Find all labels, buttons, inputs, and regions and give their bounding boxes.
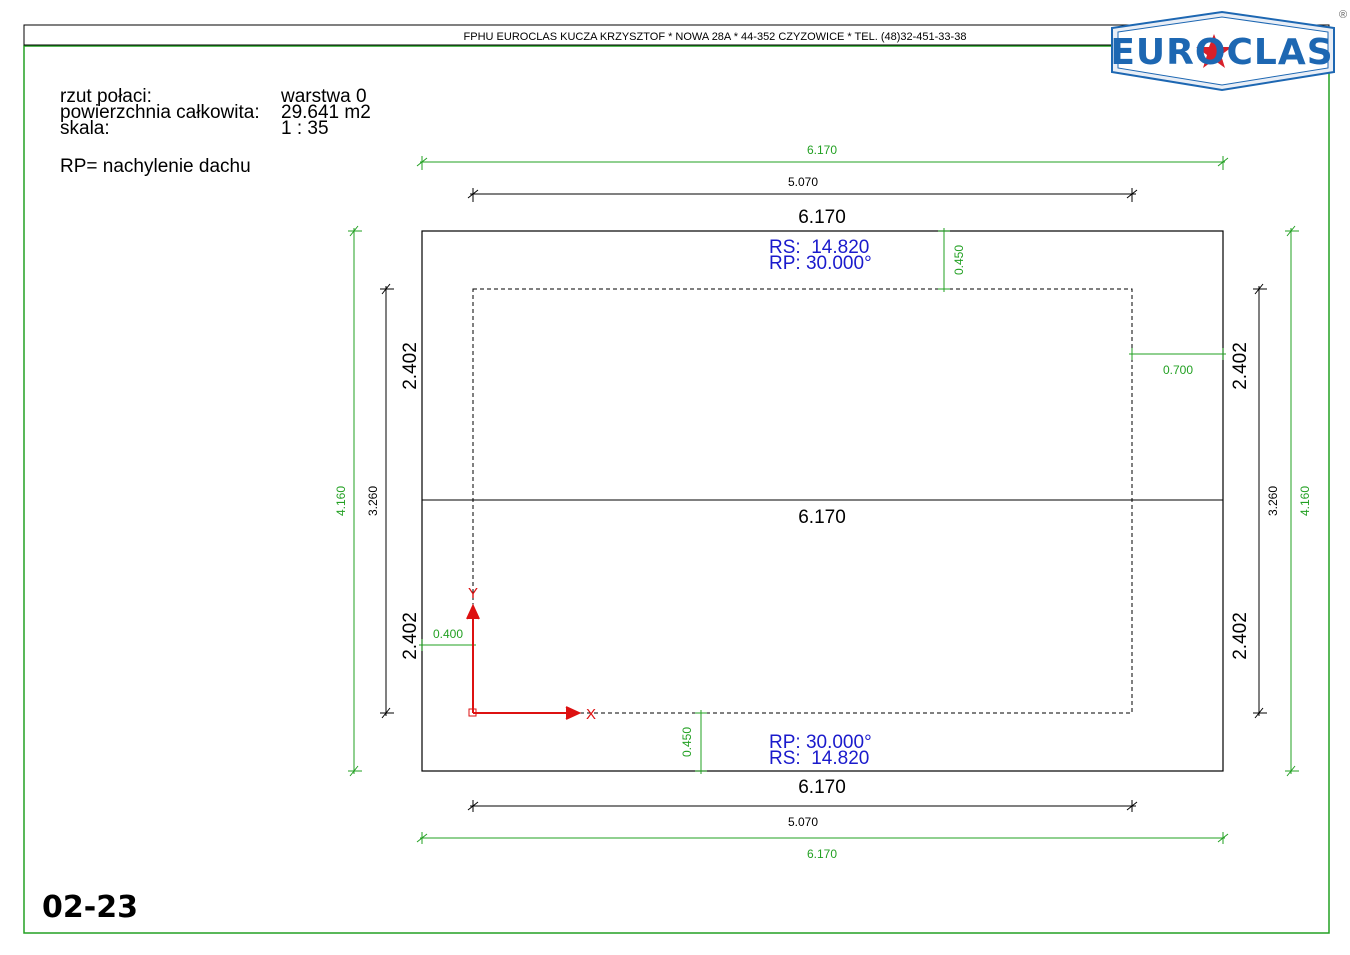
dim-outer-left (348, 225, 362, 777)
dim-inner-right (1253, 283, 1267, 719)
info-scale-label: skala: (60, 118, 110, 139)
slope-left-upper-label: 2.402 (400, 342, 421, 390)
sheet-number: 02-23 (42, 890, 138, 925)
bottom-rs-label: RS: 14.820 (769, 748, 869, 769)
dim-outer-top (416, 156, 1229, 170)
dim-overhang-top (938, 228, 950, 292)
dim-inner-left-label: 3.260 (366, 486, 380, 516)
dim-inner-top-label: 5.070 (788, 175, 818, 189)
dim-inner-bottom (467, 800, 1138, 812)
dim-inner-top (467, 188, 1138, 202)
company-line: FPHU EUROCLAS KUCZA KRZYSZTOF * NOWA 28A… (464, 31, 967, 43)
info-rzut-label: rzut połaci: (60, 86, 152, 107)
logo-text: EUROCLAS (1110, 32, 1333, 73)
info-scale-value: 1 : 35 (281, 118, 329, 139)
top-rp-label: RP: 30.000° (769, 253, 872, 274)
dim-outer-bottom (416, 832, 1229, 844)
dim-overhang-bottom (695, 710, 707, 774)
dim-outer-right (1285, 225, 1299, 777)
overhang-bottom-label: 0.450 (680, 727, 694, 757)
sheet-frame (23, 45, 1330, 934)
axis-origin (466, 603, 582, 720)
logo-star-icon (1196, 34, 1232, 68)
roof-outline (421, 230, 1224, 772)
info-legend: RP= nachylenie dachu (60, 156, 251, 177)
edge-middle-label: 6.170 (798, 507, 846, 528)
dim-inner-right-label: 3.260 (1266, 486, 1280, 516)
euroclas-logo: EUROCLAS (1110, 10, 1335, 92)
info-area-label: powierzchnia całkowita: (60, 102, 260, 123)
dim-outer-right-label: 4.160 (1298, 486, 1312, 516)
dim-outer-top-label: 6.170 (807, 143, 837, 157)
edge-bottom-label: 6.170 (798, 777, 846, 798)
dim-inner-bottom-label: 5.070 (788, 815, 818, 829)
overhang-top-label: 0.450 (952, 245, 966, 275)
slope-left-lower-label: 2.402 (400, 612, 421, 660)
dim-overhang-right (1129, 348, 1226, 360)
dim-outer-bottom-label: 6.170 (807, 847, 837, 861)
top-rs-label: RS: 14.820 (769, 237, 869, 258)
slope-right-upper-label: 2.402 (1230, 342, 1251, 390)
registered-mark: ® (1339, 9, 1347, 21)
overhang-right-label: 0.700 (1163, 363, 1193, 377)
info-area-value: 29.641 m2 (281, 102, 371, 123)
wall-outline-dashed (472, 288, 1133, 714)
edge-top-label: 6.170 (798, 207, 846, 228)
bottom-rp-label: RP: 30.000° (769, 732, 872, 753)
info-rzut-value: warstwa 0 (281, 86, 367, 107)
overhang-left-label: 0.400 (433, 627, 463, 641)
slope-right-lower-label: 2.402 (1230, 612, 1251, 660)
axis-y-label: Y (468, 585, 478, 602)
dim-inner-left (380, 283, 394, 719)
dim-outer-left-label: 4.160 (334, 486, 348, 516)
axis-x-label: X (586, 706, 596, 723)
